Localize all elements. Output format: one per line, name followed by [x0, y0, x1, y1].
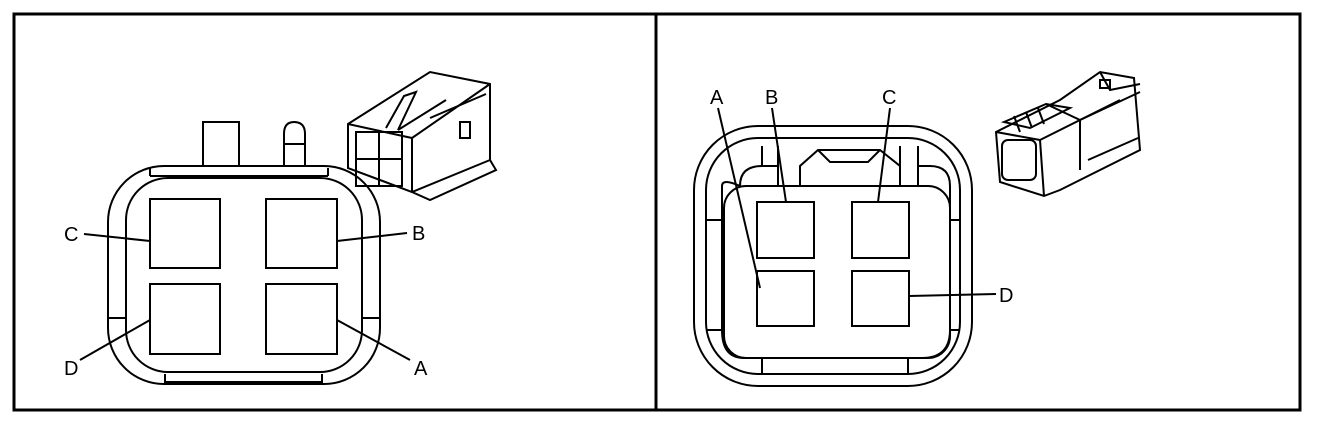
- left-cavity-b: [265, 198, 338, 269]
- right-pin-label-d: D: [999, 285, 1013, 307]
- left-connector-body: [107, 165, 381, 385]
- right-cavity-c: [851, 201, 910, 259]
- left-leader-a: [336, 319, 411, 361]
- left-pin-label-c: C: [64, 224, 78, 246]
- right-connector-isometric: [994, 70, 1142, 198]
- left-leader-d: [79, 319, 151, 361]
- right-leader-a: [717, 107, 761, 289]
- right-pin-label-b: B: [765, 87, 778, 109]
- left-pin-label-a: A: [414, 358, 428, 380]
- left-cavity-a: [265, 283, 338, 355]
- left-cavity-d: [149, 283, 221, 355]
- right-cavity-d: [851, 270, 910, 327]
- left-pin-label-d: D: [64, 358, 78, 380]
- left-panel: [79, 70, 498, 385]
- left-leader-b: [336, 232, 408, 242]
- left-pin-label-b: B: [412, 223, 425, 245]
- right-leader-c: [877, 107, 891, 203]
- left-cavity-c: [149, 198, 221, 269]
- right-cavity-a: [756, 270, 815, 327]
- right-panel: [693, 70, 1142, 387]
- right-pin-label-a: A: [710, 87, 724, 109]
- right-leader-d: [908, 293, 997, 297]
- right-pin-label-c: C: [882, 87, 896, 109]
- right-connector-body: [693, 125, 973, 387]
- left-connector-isometric: [347, 70, 498, 202]
- left-leader-c: [83, 233, 151, 242]
- right-leader-b: [771, 107, 787, 203]
